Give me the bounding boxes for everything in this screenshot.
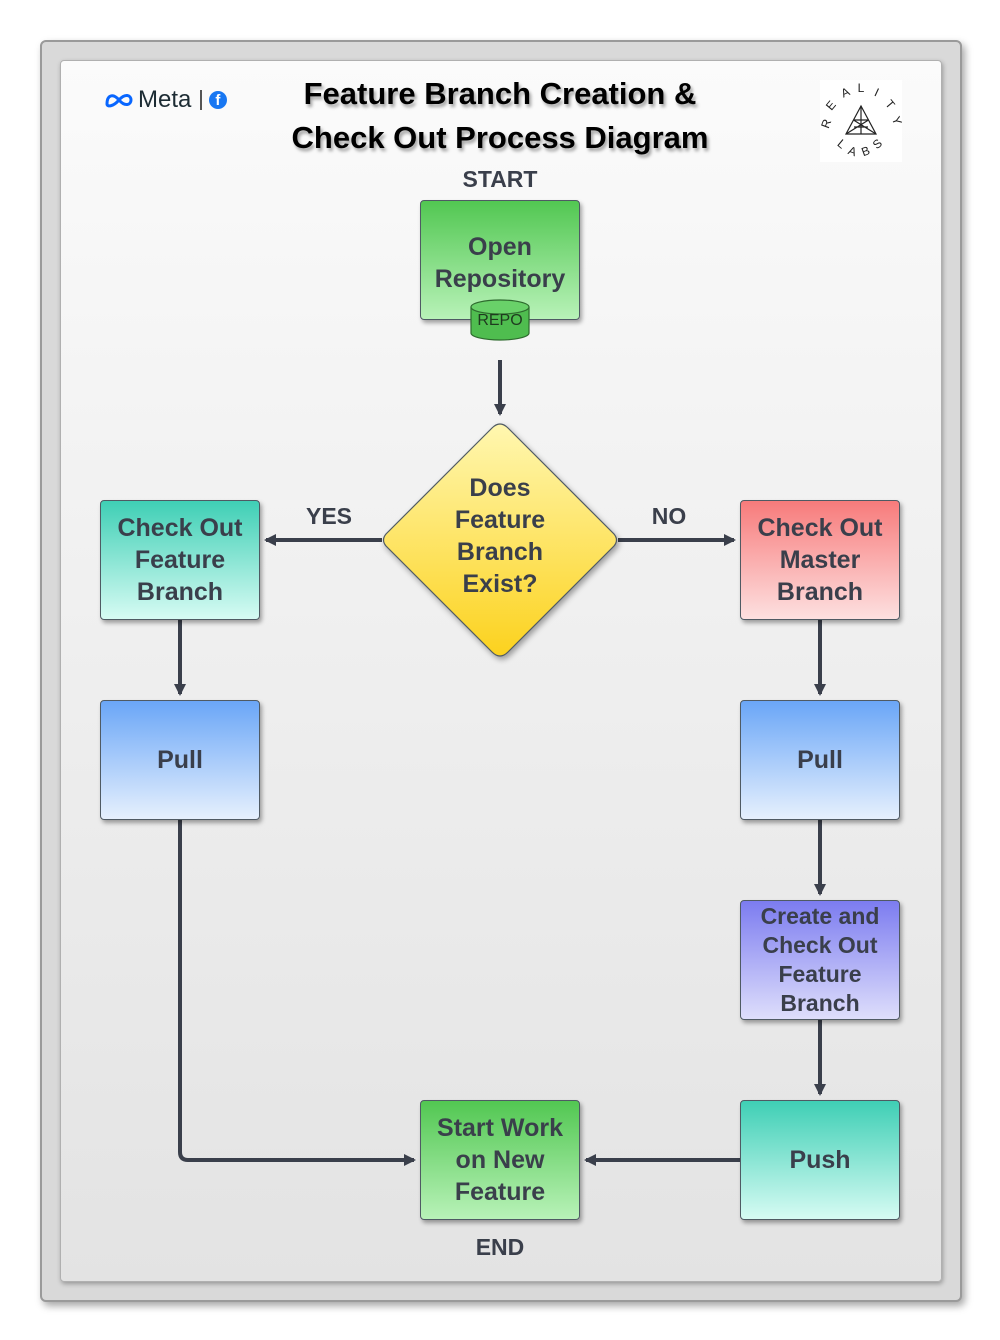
open-repository-node: Open Repository REPO: [420, 200, 580, 341]
meta-infinity-icon: [105, 94, 133, 108]
database-icon: REPO: [470, 299, 530, 341]
check-out-feature-branch-node: Check Out Feature Branch: [100, 500, 260, 620]
facebook-icon: f: [209, 91, 228, 109]
pull-node-left: Pull: [100, 700, 260, 820]
check-out-master-branch-node: Check Out Master Branch: [740, 500, 900, 620]
meta-logo: Meta f: [104, 86, 228, 114]
node-label: Open: [468, 233, 532, 261]
create-and-check-out-node: Create and Check Out Feature Branch: [740, 900, 900, 1020]
meta-wordmark: Meta: [138, 86, 192, 113]
pull-node-right: Pull: [740, 700, 900, 820]
connector-pull-to-start-work: [178, 820, 416, 1166]
reality-labs-logo: R E A L I T Y L A B S: [818, 80, 905, 162]
svg-text:L: L: [858, 81, 865, 95]
yes-label: YES: [305, 503, 353, 529]
decision-label: Does Feature Branch Exist?: [454, 474, 546, 598]
start-label: START: [462, 166, 538, 192]
repo-icon-label: REPO: [477, 312, 523, 329]
diagram-title: Feature Branch Creation & Check Out Proc…: [250, 72, 750, 160]
end-label: END: [475, 1234, 525, 1260]
title-line-2: Check Out Process Diagram: [291, 120, 709, 155]
start-work-node: Start Work on New Feature: [420, 1100, 580, 1220]
reality-labs-emblem-icon: R E A L I T Y L A B S: [818, 81, 905, 159]
no-label: NO: [651, 503, 687, 529]
logo-separator: [200, 90, 203, 110]
push-node: Push: [740, 1100, 900, 1220]
decision-diamond: [382, 423, 618, 657]
title-line-1: Feature Branch Creation &: [303, 76, 697, 111]
node-label: Repository: [434, 265, 566, 293]
svg-text:I: I: [872, 85, 881, 99]
